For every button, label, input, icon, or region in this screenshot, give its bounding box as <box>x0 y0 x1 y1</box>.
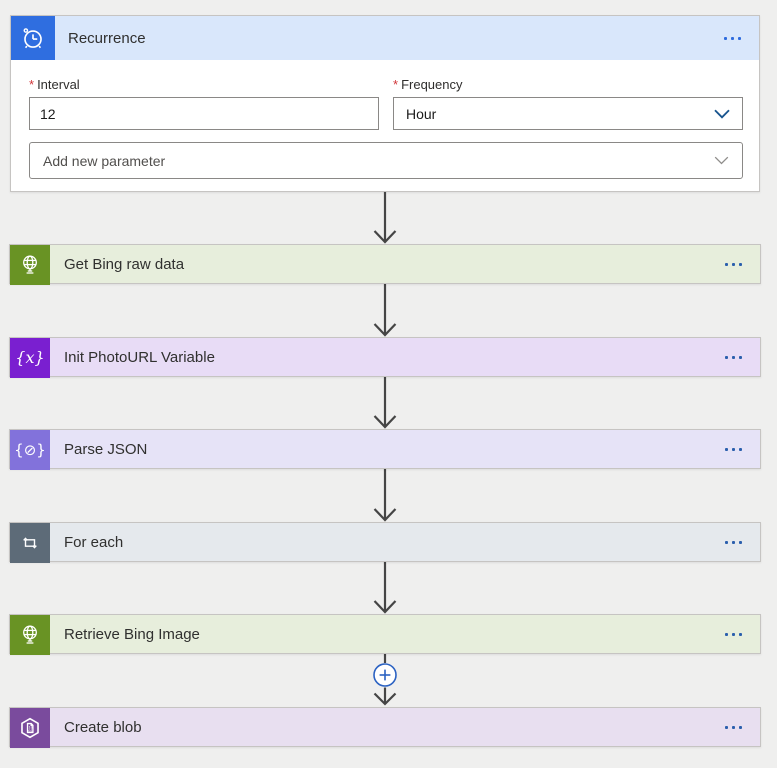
insert-step-button[interactable] <box>373 663 397 687</box>
recurrence-menu-button[interactable] <box>724 16 759 60</box>
svg-text:01: 01 <box>28 729 32 733</box>
action-title: Create blob <box>64 718 142 736</box>
connector-arrow <box>372 377 398 429</box>
interval-input[interactable] <box>29 97 379 130</box>
connector-arrow <box>372 469 398 522</box>
frequency-label: *Frequency <box>393 77 463 92</box>
action-title: For each <box>64 533 124 551</box>
recurrence-header[interactable]: Recurrence <box>11 16 759 60</box>
action-title: Init PhotoURL Variable <box>64 348 215 366</box>
connector-arrow <box>372 192 398 244</box>
chevron-down-icon <box>714 109 730 119</box>
action-menu-button[interactable] <box>725 355 760 359</box>
frequency-select[interactable]: Hour <box>393 97 743 130</box>
action-card-retrieve-bing-image[interactable]: Retrieve Bing Image <box>9 614 761 655</box>
add-new-parameter-placeholder: Add new parameter <box>43 152 166 169</box>
connector-arrow <box>372 284 398 337</box>
alarm-clock-icon <box>11 16 55 60</box>
chevron-down-icon <box>714 156 729 165</box>
action-card-parse-json[interactable]: {⊘} Parse JSON <box>9 429 761 470</box>
required-marker: * <box>29 77 35 92</box>
action-title: Get Bing raw data <box>64 255 185 273</box>
action-menu-button[interactable] <box>725 447 760 451</box>
action-card-init-photourl-variable[interactable]: {x} Init PhotoURL Variable <box>9 337 761 378</box>
action-title: Retrieve Bing Image <box>64 625 200 643</box>
connector-arrow <box>372 562 398 614</box>
frequency-value: Hour <box>406 105 437 122</box>
globe-http-icon <box>10 245 50 285</box>
globe-http-icon <box>10 615 50 655</box>
json-braces-icon: {⊘} <box>10 430 50 470</box>
action-menu-button[interactable] <box>725 725 760 729</box>
action-title: Parse JSON <box>64 440 148 458</box>
action-menu-button[interactable] <box>725 262 760 266</box>
action-card-get-bing-raw-data[interactable]: Get Bing raw data <box>9 244 761 285</box>
trigger-card-recurrence: Recurrence *Interval *Frequency Hour Add… <box>10 15 760 192</box>
trigger-title-area: Recurrence <box>55 16 724 60</box>
loop-icon <box>10 523 50 563</box>
frequency-field-group: *Frequency Hour <box>393 77 743 130</box>
action-card-create-blob[interactable]: 10 01 Create blob <box>9 707 761 748</box>
svg-text:10: 10 <box>28 726 32 730</box>
blob-storage-icon: 10 01 <box>10 708 50 748</box>
action-card-for-each[interactable]: For each <box>9 522 761 563</box>
action-menu-button[interactable] <box>725 540 760 544</box>
interval-field-group: *Interval <box>29 77 379 130</box>
interval-label: *Interval <box>29 77 80 92</box>
connector-with-insert <box>370 654 400 712</box>
variable-icon: {x} <box>10 338 50 378</box>
trigger-body: *Interval *Frequency Hour Add new parame… <box>11 60 759 179</box>
required-marker: * <box>393 77 399 92</box>
trigger-title: Recurrence <box>68 29 146 47</box>
add-new-parameter-select[interactable]: Add new parameter <box>29 142 743 179</box>
action-menu-button[interactable] <box>725 632 760 636</box>
